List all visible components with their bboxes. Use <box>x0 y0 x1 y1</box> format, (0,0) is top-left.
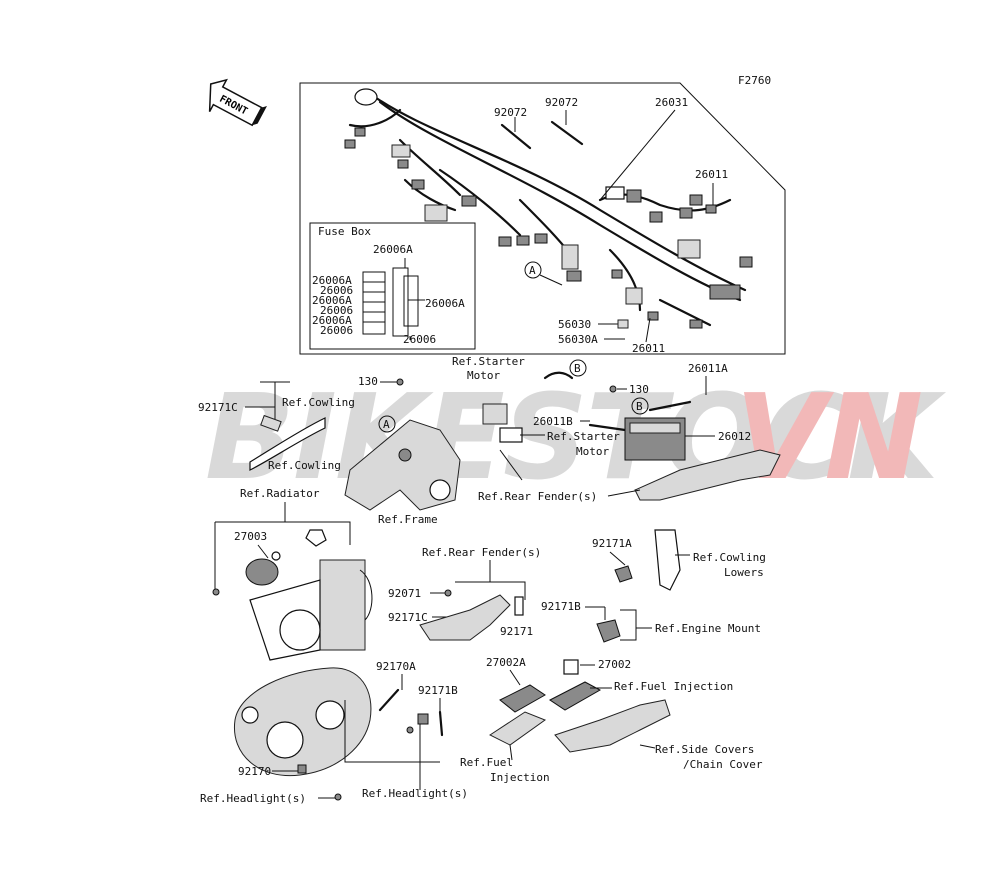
watermark: BIKESTOCK VN <box>205 368 948 506</box>
callout-27003: 27003 <box>234 530 267 543</box>
callout-92170: 92170 <box>238 765 271 778</box>
ref-cowling-b: Ref.Cowling <box>268 459 341 472</box>
fuse-left-label-5: 26006A <box>312 314 352 327</box>
watermark-text-main: BIKESTOCK <box>205 368 946 506</box>
fuel-injection-cover-lower <box>488 711 547 746</box>
ref-side-covers-line1: Ref.Side Covers <box>655 743 754 756</box>
callout-26011-bottom: 26011 <box>632 342 665 355</box>
callout-92171c-mid: 92171C <box>388 611 428 624</box>
part-92072-tie-a <box>500 123 532 150</box>
ref-starter-motor-b-line2: Motor <box>576 445 609 458</box>
cowling-lowers-bracket <box>654 529 681 591</box>
fuse-box: Fuse Box 26006A 26006A 26006 26006A 2600… <box>309 222 476 350</box>
ref-cowling-a: Ref.Cowling <box>282 396 355 409</box>
callout-92072-a: 92072 <box>494 106 527 119</box>
callout-56030a: 56030A <box>558 333 598 346</box>
harness-frame <box>299 82 786 355</box>
marker-b-top-label: B <box>574 362 581 375</box>
part-27002a-cover <box>499 684 546 713</box>
rear-fender-a <box>634 449 781 501</box>
part-27003-switch <box>245 558 279 586</box>
starter-relay <box>482 403 508 425</box>
fuse-left-label-2: 26006 <box>320 284 353 297</box>
ref-frame: Ref.Frame <box>378 513 438 526</box>
fuse-left-label-3: 26006A <box>312 294 352 307</box>
callout-56030: 56030 <box>558 318 591 331</box>
part-92072-tie-b <box>550 120 584 146</box>
radiator-core <box>319 559 366 651</box>
callout-92170a: 92170A <box>376 660 416 673</box>
marker-a-mid <box>378 415 396 433</box>
cowling-bracket <box>249 417 326 471</box>
callout-26031: 26031 <box>655 96 688 109</box>
fuse-bottom-label: 26006 <box>403 333 436 346</box>
ref-rear-fender-b: Ref.Rear Fender(s) <box>422 546 541 559</box>
ref-starter-motor-a-line2: Motor <box>467 369 500 382</box>
callout-26011a: 26011A <box>688 362 728 375</box>
marker-b-mid-label: B <box>636 400 643 413</box>
wiring-harness <box>344 88 753 329</box>
marker-a-mid-label: A <box>383 418 390 431</box>
ref-headlight-a: Ref.Headlight(s) <box>200 792 306 805</box>
ref-fuel-injection-a: Ref.Fuel Injection <box>614 680 733 693</box>
ref-engine-mount: Ref.Engine Mount <box>655 622 761 635</box>
callout-130-a: 130 <box>358 375 378 388</box>
part-27002-cover <box>549 681 602 711</box>
callout-92071: 92071 <box>388 587 421 600</box>
callout-130-b: 130 <box>629 383 649 396</box>
fuse-top-label: 26006A <box>373 243 413 256</box>
rear-fender-bracket <box>419 594 511 641</box>
callout-27002a: 27002A <box>486 656 526 669</box>
ref-side-covers-line2: /Chain Cover <box>683 758 763 771</box>
callout-92171a: 92171A <box>592 537 632 550</box>
callout-92171: 92171 <box>500 625 533 638</box>
ref-starter-motor-b-line1: Ref.Starter <box>547 430 620 443</box>
ref-cowling-lowers-line1: Ref.Cowling <box>693 551 766 564</box>
callout-92072-b: 92072 <box>545 96 578 109</box>
ref-starter-motor-a-line1: Ref.Starter <box>452 355 525 368</box>
watermark-text-accent: VN <box>735 368 921 506</box>
side-cover <box>554 699 671 753</box>
fuse-left-label-1: 26006A <box>312 274 352 287</box>
engine-mount-bracket <box>596 619 621 643</box>
callout-26011-top: 26011 <box>695 168 728 181</box>
callout-26012: 26012 <box>718 430 751 443</box>
figure-code: F2760 <box>738 74 771 87</box>
ref-rear-fender-a: Ref.Rear Fender(s) <box>478 490 597 503</box>
ref-fuel-injection-b-line1: Ref.Fuel <box>460 756 513 769</box>
fuse-left-label-4: 26006 <box>320 304 353 317</box>
callout-26011b: 26011B <box>533 415 573 428</box>
callout-92171b-low: 92171B <box>418 684 458 697</box>
fuse-right-label: 26006A <box>425 297 465 310</box>
marker-b-top <box>569 359 587 377</box>
ref-headlight-b: Ref.Headlight(s) <box>362 787 468 800</box>
callout-92171b-mid: 92171B <box>541 600 581 613</box>
callout-27002: 27002 <box>598 658 631 671</box>
marker-a-top-label: A <box>529 264 536 277</box>
front-arrow-icon: FRONT <box>208 78 267 127</box>
ref-fuel-injection-b-line2: Injection <box>490 771 550 784</box>
fuse-box-title: Fuse Box <box>318 225 371 238</box>
callout-92171c-top: 92171C <box>198 401 238 414</box>
marker-b-mid <box>631 397 649 415</box>
ref-radiator: Ref.Radiator <box>240 487 320 500</box>
ref-cowling-lowers-line2: Lowers <box>724 566 764 579</box>
fuse-left-label-6: 26006 <box>320 324 353 337</box>
marker-a-top <box>524 261 542 279</box>
